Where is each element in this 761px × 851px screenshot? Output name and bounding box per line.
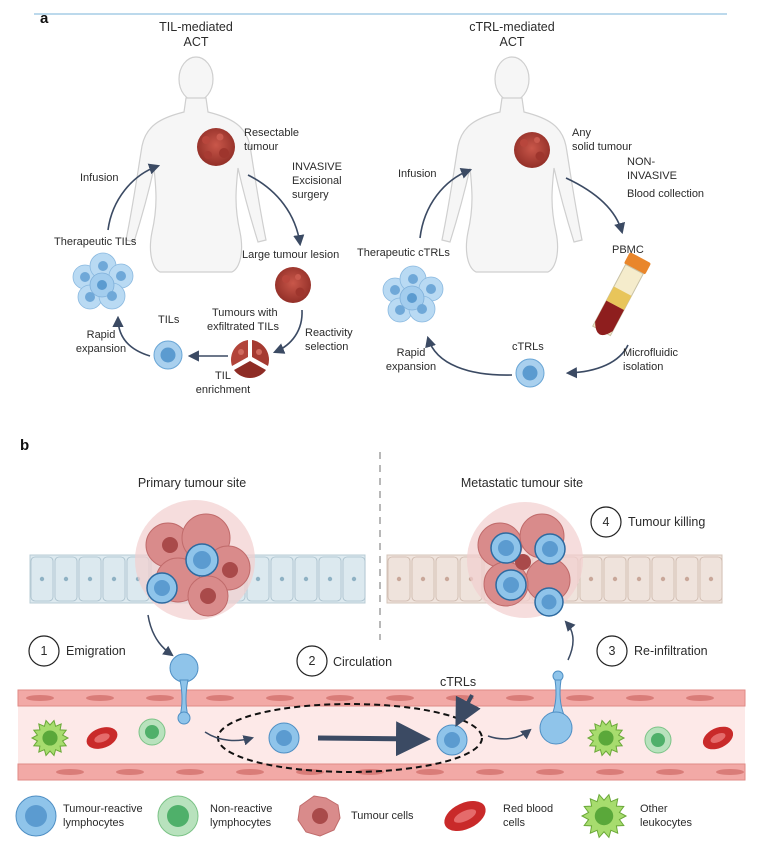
step-circle-4 <box>590 506 622 538</box>
large-tumour-lesion-icon <box>275 267 311 303</box>
emigrating-lymphocyte <box>147 614 199 725</box>
step-2-label: Circulation <box>333 655 393 669</box>
legend-icon-red-blood-cells <box>444 800 486 832</box>
left-cycle-arrows <box>107 163 305 362</box>
right-rapid-line1: Rapid <box>396 347 426 359</box>
pbmc-label: PBMC <box>612 244 644 256</box>
tils-label: TILs <box>158 314 180 326</box>
left-infusion-label: Infusion <box>80 172 119 184</box>
legend-label-red-blood-line2: cells <box>503 817 526 829</box>
resectable-tumour-icon <box>197 128 235 166</box>
step-4-label: Tumour killing <box>628 515 706 529</box>
right-title-line1: cTRL-mediated <box>469 20 555 34</box>
step-circle-1 <box>28 635 60 667</box>
left-title-line2: ACT <box>183 35 209 49</box>
left-surgery-line1: Excisional <box>292 175 342 187</box>
invasive-label: INVASIVE <box>292 161 342 173</box>
legend-icon-other-leukocytes <box>580 793 628 839</box>
ctrls-label: cTRLs <box>512 341 544 353</box>
left-tumour-label-line2: tumour <box>244 141 279 153</box>
panel-a-letter: a <box>40 10 49 27</box>
step-4-number: 4 <box>602 515 610 529</box>
right-tumour-label-line1: Any <box>572 127 591 139</box>
circulating-lymphocytes <box>204 694 532 757</box>
vessel-rbc-left <box>86 727 118 749</box>
blood-collection-label: Blood collection <box>627 188 705 200</box>
panel-b-letter: b <box>20 437 30 454</box>
therapeutic-tils-cluster-icon <box>72 252 134 310</box>
microfluidic-line1: Microfluidic <box>623 347 679 359</box>
reactivity-line2: selection <box>305 341 349 353</box>
step-circle-2 <box>296 645 328 677</box>
blood-vessel <box>17 689 746 781</box>
step-3-label: Re-infiltration <box>634 644 708 658</box>
legend-label-red-blood-line1: Red blood <box>503 803 554 815</box>
step-1-label: Emigration <box>66 644 126 658</box>
step-circle-3 <box>596 635 628 667</box>
til-cell-icon <box>153 340 183 370</box>
pbmc-tube-icon <box>592 252 651 337</box>
therapeutic-tils-label: Therapeutic TILs <box>54 236 137 248</box>
right-infusion-label: Infusion <box>398 168 437 180</box>
noninvasive-line1: NON- <box>627 156 656 168</box>
vessel-nonreactive-left <box>138 718 166 746</box>
legend-icon-tumour-cells <box>297 795 341 837</box>
exfiltrated-line2: exfiltrated TILs <box>207 321 279 333</box>
left-rapid-line2: expansion <box>75 343 127 355</box>
step-1-number: 1 <box>40 644 48 658</box>
left-surgery-line2: surgery <box>292 189 329 201</box>
legend-label-non-reactive-line1: Non-reactive <box>210 803 273 815</box>
primary-site-label: Primary tumour site <box>137 476 247 490</box>
ctrls-pointer-label: cTRLs <box>440 675 477 689</box>
vessel-rbc-right <box>702 726 734 750</box>
exfiltrated-line1: Tumours with <box>212 307 278 319</box>
ctrl-cell-icon <box>515 358 545 388</box>
legend-label-other-leukocytes-line2: leukocytes <box>640 817 692 829</box>
solid-tumour-icon <box>514 132 550 168</box>
right-title-line2: ACT <box>499 35 525 49</box>
therapeutic-ctrls-label: Therapeutic cTRLs <box>357 247 450 259</box>
vessel-nonreactive-right <box>644 726 672 754</box>
left-title-line1: TIL-mediated <box>159 20 233 34</box>
legend-label-tumour-reactive-line2: lymphocytes <box>63 817 125 829</box>
left-tumour-label-line1: Resectable <box>244 127 300 139</box>
enrichment-line1: TIL <box>215 370 231 382</box>
large-lesion-label: Large tumour lesion <box>242 249 340 261</box>
step-2-number: 2 <box>308 654 316 668</box>
legend-label-tumour-reactive-line1: Tumour-reactive <box>63 803 143 815</box>
enrichment-line2: enrichment <box>195 384 251 396</box>
reinfiltrating-lymphocyte <box>539 620 576 745</box>
vessel-leukocyte-left <box>30 719 70 757</box>
left-rapid-line1: Rapid <box>86 329 116 341</box>
legend-label-tumour-cells: Tumour cells <box>351 810 414 822</box>
right-rapid-line2: expansion <box>385 361 437 373</box>
right-cycle-arrows <box>419 167 629 379</box>
metastatic-site-label: Metastatic tumour site <box>460 476 584 490</box>
legend-label-non-reactive-line2: lymphocytes <box>210 817 272 829</box>
vessel-endothelial-nuclei <box>26 695 744 775</box>
metastatic-tumour-mass <box>467 502 583 618</box>
right-tumour-label-line2: solid tumour <box>572 141 632 153</box>
step-3-number: 3 <box>608 644 616 658</box>
microfluidic-line2: isolation <box>623 361 664 373</box>
reactivity-line1: Reactivity <box>305 327 353 339</box>
legend-icon-tumour-reactive <box>15 795 57 837</box>
therapeutic-ctrls-cluster-icon <box>382 265 444 323</box>
noninvasive-line2: INVASIVE <box>627 170 677 182</box>
legend-label-other-leukocytes-line1: Other <box>640 803 668 815</box>
exfiltrated-tumour-icon <box>231 340 269 378</box>
vessel-leukocyte-right <box>586 719 626 757</box>
body-silhouette-right <box>441 56 583 273</box>
primary-tumour-mass <box>135 500 255 620</box>
legend-icon-non-reactive <box>157 795 199 837</box>
body-silhouette-left <box>125 56 267 273</box>
